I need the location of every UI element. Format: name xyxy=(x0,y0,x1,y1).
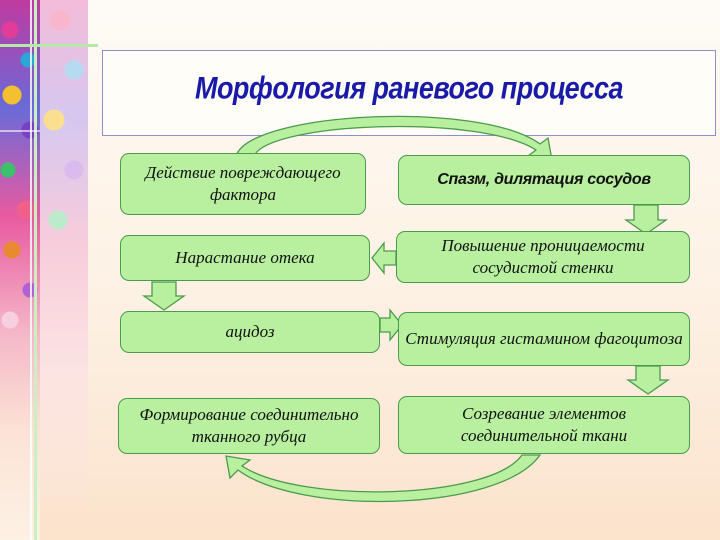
node-connective-tissue-maturation: Созревание элементов соединительной ткан… xyxy=(398,396,690,454)
node-acidosis: ацидоз xyxy=(120,311,380,353)
node-label: Действие повреждающего фактора xyxy=(145,163,341,204)
node-label: Формирование соединительно тканного рубц… xyxy=(139,405,359,446)
node-label: Нарастание отека xyxy=(175,248,315,267)
down-arrow xyxy=(141,281,187,311)
node-permeability-increase: Повышение проницаемости сосудистой стенк… xyxy=(396,231,690,283)
decorative-line xyxy=(34,0,37,540)
left-arrow xyxy=(371,241,397,275)
node-edema-growth: Нарастание отека xyxy=(120,235,370,281)
down-arrow xyxy=(625,365,671,395)
node-scar-formation: Формирование соединительно тканного рубц… xyxy=(118,398,380,454)
right-arrow xyxy=(379,308,403,342)
node-damaging-factor: Действие повреждающего фактора xyxy=(120,153,366,215)
node-label: Созревание элементов соединительной ткан… xyxy=(460,404,628,445)
down-arrow xyxy=(623,204,669,235)
decorative-line xyxy=(0,44,98,47)
page-title: Морфология раневого процесса xyxy=(194,70,624,106)
node-label: Спазм, дилятация сосудов xyxy=(437,171,651,188)
decorative-line xyxy=(30,0,32,540)
decorative-stripe xyxy=(0,0,40,540)
node-label: Стимуляция гистамином фагоцитоза xyxy=(405,329,683,348)
decorative-line xyxy=(0,130,40,132)
curved-arrow-bottom xyxy=(225,454,542,503)
title-box: Морфология раневого процесса xyxy=(102,50,716,136)
decorative-stripe-overlay xyxy=(40,0,88,540)
node-vessel-spasm: Спазм, дилятация сосудов xyxy=(398,155,690,205)
node-label: Повышение проницаемости сосудистой стенк… xyxy=(441,236,645,277)
node-label: ацидоз xyxy=(225,322,275,341)
node-phagocytosis-stimulation: Стимуляция гистамином фагоцитоза xyxy=(398,312,690,366)
